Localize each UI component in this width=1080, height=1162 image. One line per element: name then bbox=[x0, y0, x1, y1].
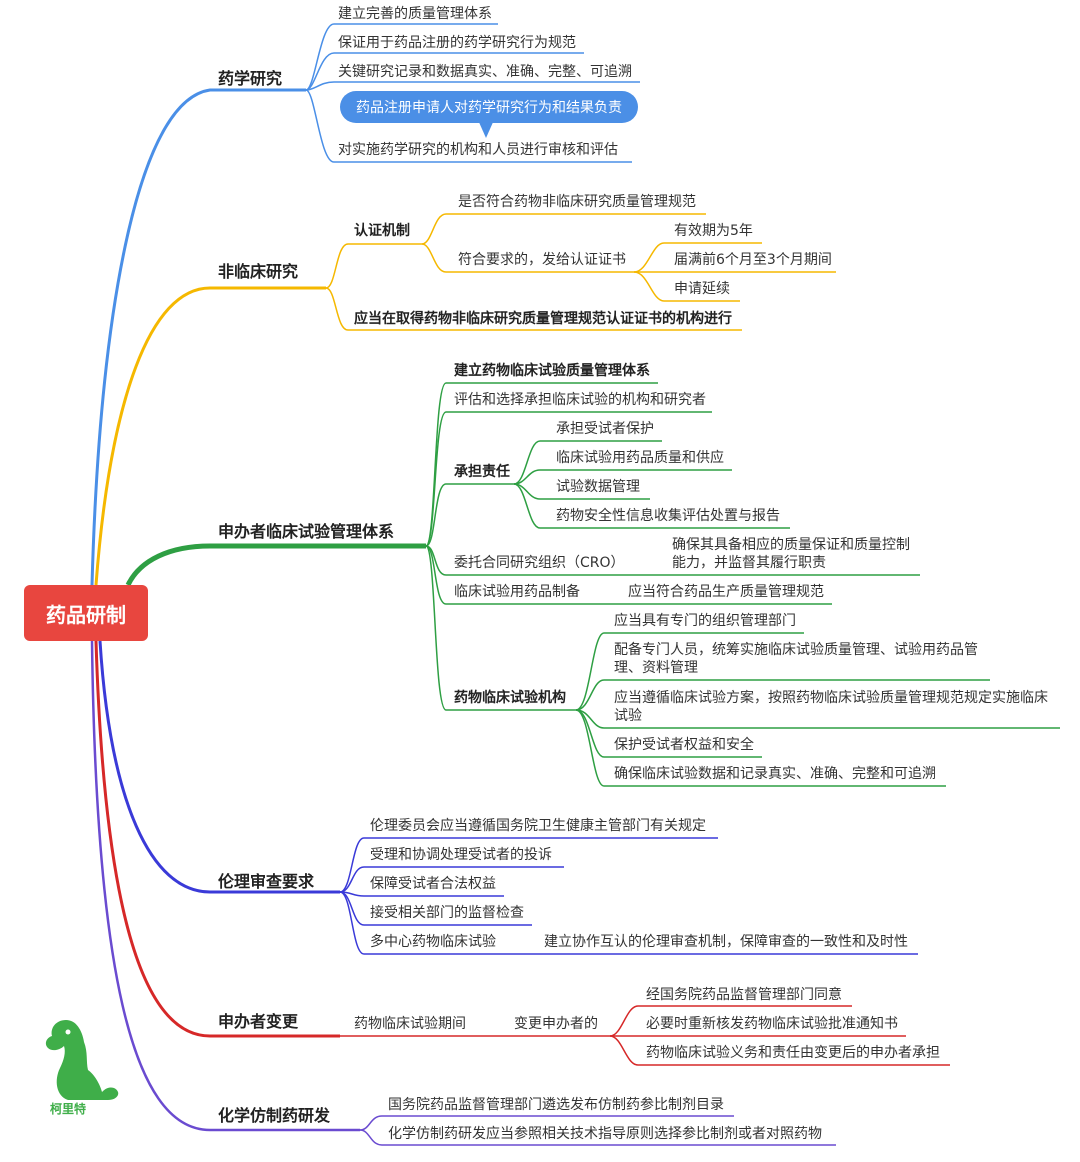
branch-line-change bbox=[94, 640, 340, 1038]
change-node-1[interactable]: 经国务院药品监督管理部门同意 bbox=[646, 987, 842, 1003]
sponsor-prep[interactable]: 临床试验用药品制备 bbox=[454, 584, 580, 600]
generic-node-2[interactable]: 化学仿制药研发应当参照相关技术指导原则选择参比制剂或者对照药物 bbox=[388, 1126, 822, 1142]
branch-generic[interactable]: 化学仿制药研发 bbox=[218, 1106, 331, 1125]
nonclinical-valid-1[interactable]: 有效期为5年 bbox=[674, 223, 753, 239]
change-period[interactable]: 药物临床试验期间 bbox=[354, 1016, 466, 1032]
generic-connectors bbox=[359, 1115, 836, 1146]
ethics-node-3[interactable]: 保障受试者合法权益 bbox=[370, 876, 496, 892]
change-node-3[interactable]: 药物临床试验义务和责任由变更后的申办者承担 bbox=[646, 1045, 940, 1061]
sponsor-cro-detail[interactable]: 确保其具备相应的质量保证和质量控制能力，并监督其履行职责 bbox=[672, 537, 910, 571]
nonclinical-cert-1[interactable]: 是否符合药物非临床研究质量管理规范 bbox=[458, 194, 696, 210]
branch-line-generic bbox=[90, 640, 360, 1132]
logo-text: 柯里特 bbox=[50, 1102, 87, 1116]
sponsor-cro[interactable]: 委托合同研究组织（CRO） bbox=[454, 555, 625, 571]
nonclinical-cert-2[interactable]: 符合要求的，发给认证证书 bbox=[458, 252, 626, 268]
branch-line-ethics bbox=[98, 640, 340, 894]
branch-line-pharma bbox=[90, 88, 306, 586]
change-connectors bbox=[340, 1005, 950, 1066]
sponsor-resp-3[interactable]: 试验数据管理 bbox=[556, 479, 640, 495]
branch-line-sponsor bbox=[125, 543, 426, 587]
pharma-node-2[interactable]: 保证用于药品注册的药学研究行为规范 bbox=[338, 35, 576, 51]
pharma-connectors bbox=[305, 23, 640, 163]
nonclinical-must[interactable]: 应当在取得药物非临床研究质量管理规范认证证书的机构进行 bbox=[354, 311, 732, 327]
branch-change[interactable]: 申办者变更 bbox=[218, 1012, 299, 1031]
ethics-node-4[interactable]: 接受相关部门的监督检查 bbox=[370, 905, 524, 921]
generic-node-1[interactable]: 国务院药品监督管理部门遴选发布仿制药参比制剂目录 bbox=[388, 1097, 724, 1113]
branch-line-nonclinical bbox=[94, 286, 326, 586]
ethics-node-1[interactable]: 伦理委员会应当遵循国务院卫生健康主管部门有关规定 bbox=[370, 818, 706, 834]
sponsor-inst[interactable]: 药物临床试验机构 bbox=[454, 690, 566, 706]
callout-tail bbox=[478, 120, 494, 138]
branch-pharma[interactable]: 药学研究 bbox=[218, 69, 283, 88]
root-node[interactable]: 药品研制 bbox=[24, 585, 148, 641]
nonclinical-cert[interactable]: 认证机制 bbox=[354, 223, 410, 239]
sponsor-resp[interactable]: 承担责任 bbox=[454, 464, 510, 480]
sponsor-node-1[interactable]: 建立药物临床试验质量管理体系 bbox=[454, 363, 650, 379]
ethics-node-5[interactable]: 多中心药物临床试验 bbox=[370, 934, 496, 950]
sponsor-inst-1[interactable]: 应当具有专门的组织管理部门 bbox=[614, 613, 796, 629]
sponsor-resp-2[interactable]: 临床试验用药品质量和供应 bbox=[556, 450, 724, 466]
nonclinical-connectors bbox=[325, 213, 836, 331]
ethics-node-5-detail[interactable]: 建立协作互认的伦理审查机制，保障审查的一致性和及时性 bbox=[544, 934, 908, 950]
branch-sponsor[interactable]: 申办者临床试验管理体系 bbox=[218, 522, 395, 541]
dog-logo-icon bbox=[45, 1020, 119, 1100]
sponsor-prep-detail[interactable]: 应当符合药品生产质量管理规范 bbox=[628, 584, 824, 600]
sponsor-connectors bbox=[425, 382, 1060, 787]
ethics-connectors bbox=[339, 837, 918, 955]
pharma-node-1[interactable]: 建立完善的质量管理体系 bbox=[338, 6, 492, 22]
sponsor-resp-4[interactable]: 药物安全性信息收集评估处置与报告 bbox=[556, 508, 780, 524]
pharma-callout[interactable]: 药品注册申请人对药学研究行为和结果负责 bbox=[340, 91, 638, 123]
sponsor-inst-3[interactable]: 应当遵循临床试验方案，按照药物临床试验质量管理规范规定实施临床试验 bbox=[614, 690, 1048, 724]
sponsor-inst-2[interactable]: 配备专门人员，统筹实施临床试验质量管理、试验用药品管理、资料管理 bbox=[614, 642, 978, 676]
change-change[interactable]: 变更申办者的 bbox=[514, 1016, 598, 1032]
ethics-node-2[interactable]: 受理和协调处理受试者的投诉 bbox=[370, 847, 552, 863]
sponsor-resp-1[interactable]: 承担受试者保护 bbox=[556, 421, 654, 437]
pharma-node-5[interactable]: 对实施药学研究的机构和人员进行审核和评估 bbox=[338, 142, 618, 158]
branch-nonclinical[interactable]: 非临床研究 bbox=[218, 262, 299, 281]
sponsor-inst-5[interactable]: 确保临床试验数据和记录真实、准确、完整和可追溯 bbox=[614, 766, 936, 782]
nonclinical-valid-3[interactable]: 申请延续 bbox=[674, 281, 730, 297]
change-node-2[interactable]: 必要时重新核发药物临床试验批准通知书 bbox=[646, 1016, 898, 1032]
sponsor-node-2[interactable]: 评估和选择承担临床试验的机构和研究者 bbox=[454, 392, 706, 408]
branch-ethics[interactable]: 伦理审查要求 bbox=[218, 872, 315, 891]
nonclinical-valid-2[interactable]: 届满前6个月至3个月期间 bbox=[674, 252, 832, 268]
pharma-node-3[interactable]: 关键研究记录和数据真实、准确、完整、可追溯 bbox=[338, 64, 632, 80]
sponsor-inst-4[interactable]: 保护受试者权益和安全 bbox=[614, 737, 754, 753]
